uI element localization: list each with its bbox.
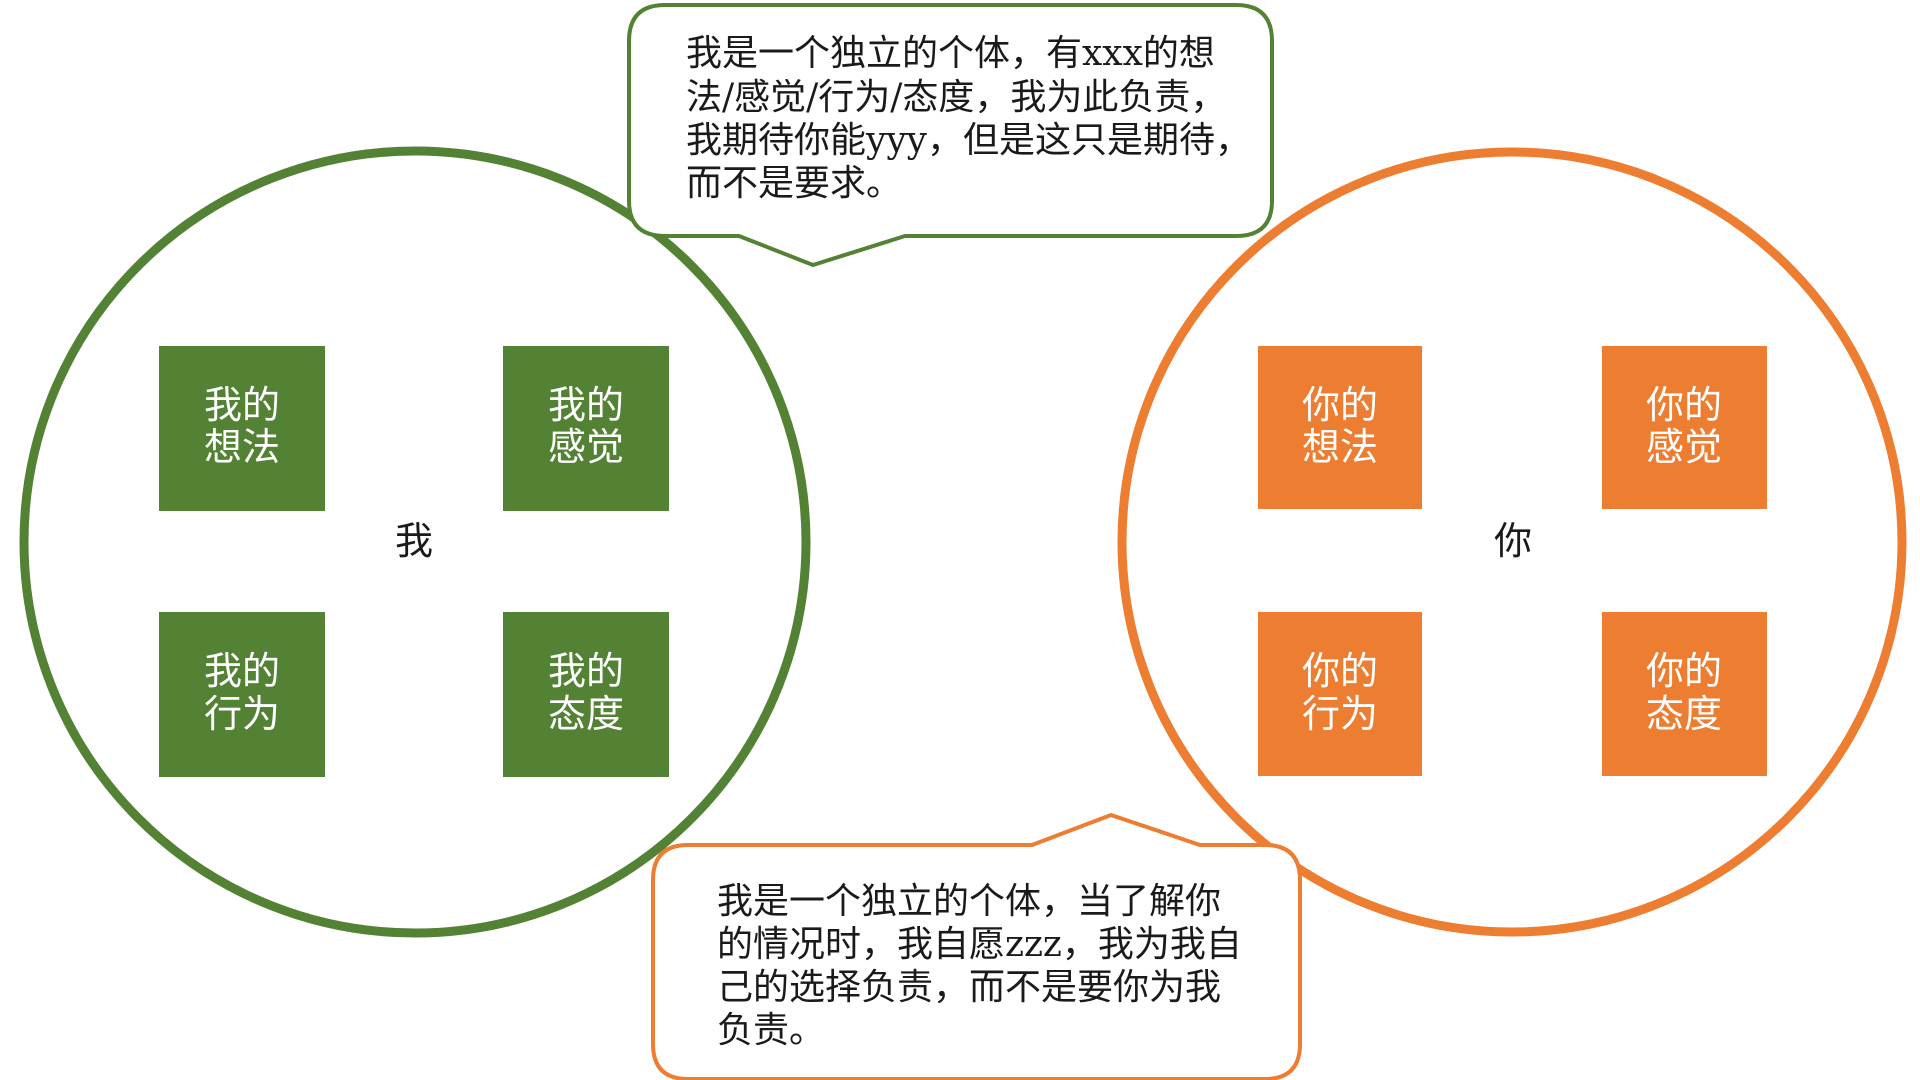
bottom-callout-line-3: 己的选择负责，而不是要你为我 [717,967,1221,1008]
me-circle [19,146,811,938]
me-center-label: 我 [395,519,433,563]
you-feeling-line-1: 你的 [1646,383,1722,427]
me-behavior-line-1: 我的 [204,649,280,693]
me-thought-line-1: 我的 [204,383,280,427]
you-behavior-line-2: 行为 [1302,692,1378,736]
you-feeling-box: 你的 感觉 [1602,346,1767,509]
bottom-callout-line-4: 负责。 [717,1010,825,1051]
me-attitude-line-2: 态度 [548,692,624,736]
bottom-callout-line-1: 我是一个独立的个体，当了解你 [717,881,1221,922]
me-attitude-line-1: 我的 [548,649,624,693]
you-feeling-line-2: 感觉 [1646,425,1722,469]
me-feeling-line-2: 感觉 [548,425,624,469]
me-attitude-box: 我的 态度 [503,612,669,777]
me-behavior-box: 我的 行为 [159,612,325,777]
me-feeling-line-1: 我的 [548,383,624,427]
me-thought-line-2: 想法 [204,425,280,469]
me-thought-box: 我的 想法 [159,346,325,511]
you-attitude-line-1: 你的 [1646,649,1722,693]
me-behavior-line-2: 行为 [204,692,280,736]
you-attitude-box: 你的 态度 [1602,612,1767,776]
you-attitude-line-2: 态度 [1646,692,1722,736]
top-callout-line-1: 我是一个独立的个体，有xxx的想 [686,33,1215,74]
you-thought-line-1: 你的 [1302,383,1378,427]
bottom-callout-bubble [651,813,1302,1080]
top-callout-line-4: 而不是要求。 [686,163,902,204]
top-callout-line-2: 法/感觉/行为/态度，我为此负责， [686,77,1226,118]
you-circle [1117,147,1907,937]
bottom-callout-line-2: 的情况时，我自愿zzz，我为我自 [717,924,1242,965]
you-behavior-box: 你的 行为 [1258,612,1422,776]
top-callout-bubble [627,3,1274,267]
top-callout-line-3: 我期待你能yyy，但是这只是期待， [686,120,1251,161]
you-thought-box: 你的 想法 [1258,346,1422,509]
you-behavior-line-1: 你的 [1302,649,1378,693]
me-feeling-box: 我的 感觉 [503,346,669,511]
you-center-label: 你 [1494,519,1532,563]
you-thought-line-2: 想法 [1302,425,1378,469]
